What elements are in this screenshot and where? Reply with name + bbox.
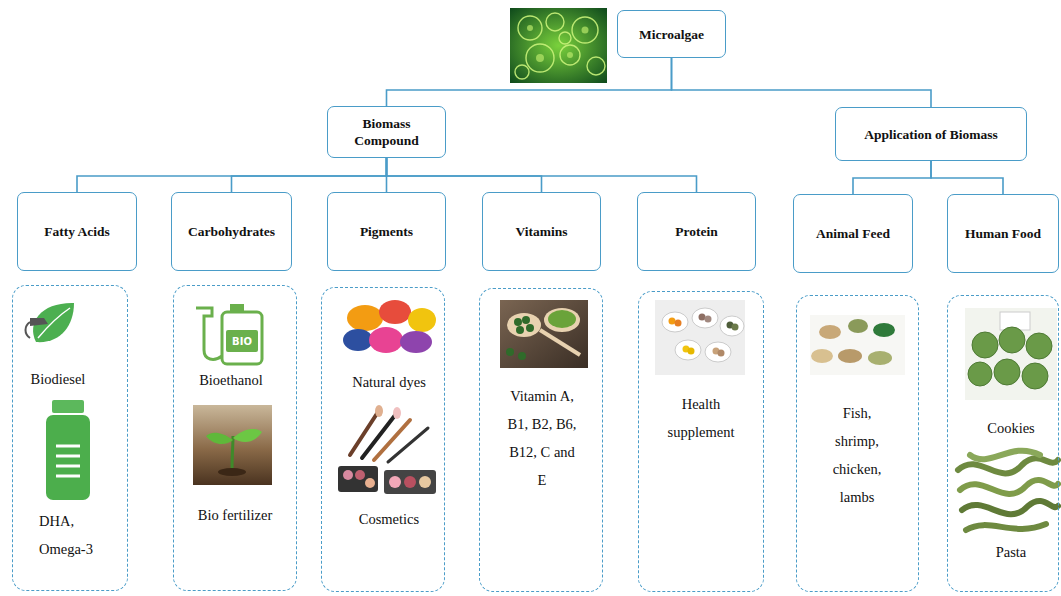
biodiesel-icon — [26, 303, 75, 342]
animal-feed-picture — [810, 315, 905, 375]
example-text: Cookies — [974, 414, 1048, 442]
tree-connector — [77, 158, 387, 192]
example-text: Health supplement — [661, 390, 741, 446]
example-group-box: BiodieselDHA, Omega-3 — [12, 285, 128, 591]
plant-photo — [193, 405, 272, 485]
text-slot: Bio fertilizer — [183, 501, 287, 529]
category-label: Biomass Compound — [345, 115, 429, 149]
text-slot: Biodiesel — [21, 365, 95, 393]
text-slot: Health supplement — [661, 390, 741, 446]
microalgae-photo — [510, 8, 607, 83]
text-slot: DHA, Omega-3 — [39, 507, 114, 563]
category-label: Animal Feed — [816, 225, 890, 242]
can-label-slot: BIO — [226, 330, 258, 352]
tree-connector — [387, 158, 542, 192]
category-label: Human Food — [965, 225, 1041, 242]
category-box: Application of Biomass — [835, 107, 1027, 161]
example-text: Cosmetics — [347, 505, 431, 533]
category-label: Vitamins — [515, 223, 567, 240]
cookies-photo — [965, 308, 1057, 400]
can-label: BIO — [232, 336, 252, 347]
pasta-photo — [958, 451, 1058, 530]
example-group-box: Natural dyesCosmetics — [321, 287, 445, 592]
tree-connector — [931, 161, 1003, 194]
category-label: Fatty Acids — [44, 223, 110, 240]
tree-connector — [672, 58, 932, 107]
example-text: Natural dyes — [339, 368, 439, 396]
category-label: Protein — [675, 223, 718, 240]
tree-connector — [387, 58, 672, 106]
category-box: Biomass Compound — [327, 106, 446, 158]
category-box: Microalgae — [617, 10, 726, 58]
pigment-powders — [343, 300, 436, 353]
text-slot: Natural dyes — [339, 368, 439, 396]
supplement-bottle — [46, 400, 90, 500]
example-group-box: BioethanolBio fertilizer — [173, 285, 297, 591]
category-box: Pigments — [327, 192, 446, 271]
category-label: Pigments — [360, 223, 413, 240]
category-box: Human Food — [947, 194, 1059, 273]
text-slot: Bioethanol — [189, 366, 273, 394]
example-text: DHA, Omega-3 — [39, 507, 114, 563]
example-text: Bioethanol — [189, 366, 273, 394]
example-group-box: CookiesPasta — [947, 295, 1059, 592]
example-group-box: Vitamin A, B1, B2, B6, B12, C and E — [479, 288, 603, 592]
vitamins-photo — [500, 300, 588, 368]
example-text: Biodiesel — [21, 365, 95, 393]
text-slot: Cosmetics — [347, 505, 431, 533]
tree-connector — [387, 158, 697, 192]
example-text: Fish, shrimp, chicken, lambs — [824, 399, 890, 511]
tree-connector — [232, 158, 387, 192]
category-box: Carbohydrates — [171, 192, 292, 271]
example-text: Pasta — [974, 538, 1048, 566]
category-box: Fatty Acids — [17, 192, 137, 271]
category-label: Application of Biomass — [864, 126, 998, 143]
text-slot: Fish, shrimp, chicken, lambs — [824, 399, 890, 511]
text-slot: Vitamin A, B1, B2, B6, B12, C and E — [504, 382, 580, 494]
category-box: Vitamins — [482, 192, 601, 271]
bioethanol-can — [196, 304, 262, 364]
example-text: Bio fertilizer — [183, 501, 287, 529]
example-text: Vitamin A, B1, B2, B6, B12, C and E — [504, 382, 580, 494]
category-label: Microalgae — [639, 26, 704, 43]
text-slot: Cookies — [974, 414, 1048, 442]
category-box: Animal Feed — [793, 194, 913, 273]
category-box: Protein — [637, 192, 756, 271]
example-group-box: Fish, shrimp, chicken, lambs — [796, 295, 919, 592]
example-group-box: Health supplement — [638, 291, 764, 592]
text-slot: Pasta — [974, 538, 1048, 566]
category-label: Carbohydrates — [188, 223, 275, 240]
protein-photo — [655, 300, 745, 375]
cosmetics-picture — [338, 405, 436, 494]
tree-connector — [853, 161, 931, 194]
